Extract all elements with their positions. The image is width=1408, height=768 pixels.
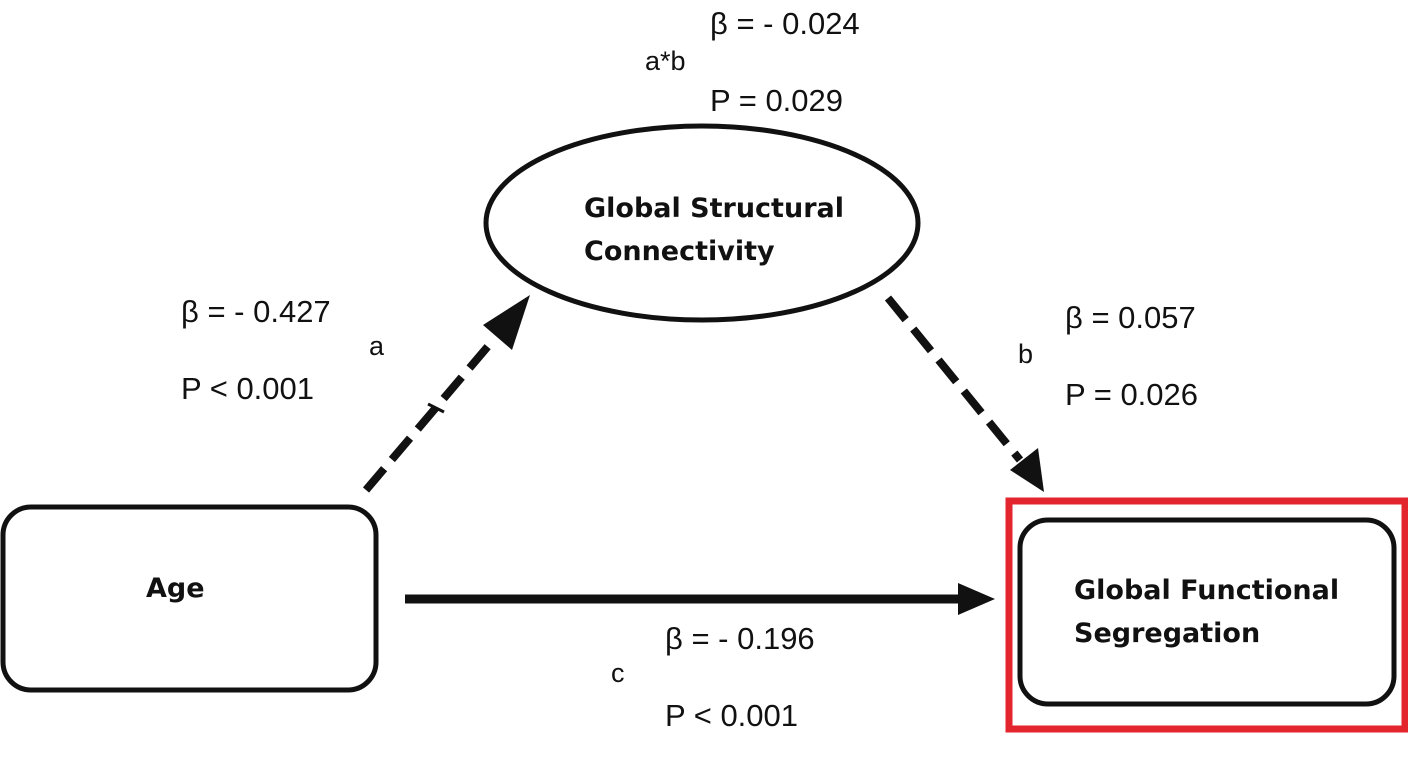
path-b-arrowhead bbox=[1010, 448, 1044, 492]
path-b-p: P = 0.026 bbox=[1065, 377, 1199, 412]
path-b-beta: β = 0.057 bbox=[1065, 300, 1196, 335]
path-a-cross-mark bbox=[427, 402, 445, 414]
mediator-label-line2: Connectivity bbox=[584, 236, 775, 267]
outcome-node-label: Global Functional Segregation bbox=[1074, 569, 1339, 655]
mediator-node-shape bbox=[483, 123, 921, 323]
path-b-letter: b bbox=[1018, 339, 1034, 369]
path-c-beta: β = - 0.196 bbox=[665, 621, 815, 656]
path-c-letter: c bbox=[611, 658, 625, 688]
path-a-letter: a bbox=[369, 331, 385, 361]
path-b-arrow bbox=[884, 295, 1024, 463]
indirect-effect-letter: a*b bbox=[645, 46, 686, 76]
indirect-effect-p: P = 0.029 bbox=[710, 83, 844, 118]
outcome-label-line1: Global Functional bbox=[1074, 575, 1340, 606]
outcome-label-line2: Segregation bbox=[1074, 618, 1261, 649]
predictor-node-label: Age bbox=[146, 567, 205, 610]
path-a-arrow bbox=[362, 335, 499, 493]
mediator-node-label: Global Structural Connectivity bbox=[584, 187, 844, 273]
path-a-arrowhead bbox=[483, 295, 530, 350]
path-a-beta: β = - 0.427 bbox=[181, 294, 331, 329]
path-c-arrowhead bbox=[958, 583, 995, 615]
path-a-p: P < 0.001 bbox=[181, 371, 315, 406]
mediator-label-line1: Global Structural bbox=[584, 193, 844, 224]
indirect-effect-beta: β = - 0.024 bbox=[710, 6, 860, 41]
predictor-node-shape bbox=[0, 504, 379, 693]
outcome-highlight-frame bbox=[1005, 497, 1408, 733]
predictor-label: Age bbox=[146, 573, 205, 604]
path-c-p: P < 0.001 bbox=[665, 698, 799, 733]
outcome-node-shape bbox=[1017, 517, 1397, 707]
